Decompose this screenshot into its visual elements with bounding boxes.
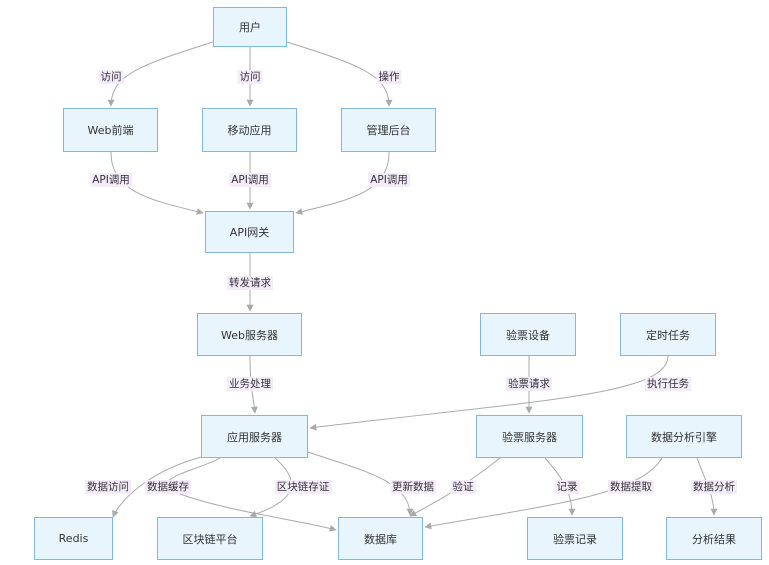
edge-label-app-update-db: 更新数据 bbox=[390, 480, 436, 494]
edge-app-update-db bbox=[307, 451, 414, 516]
edge-web-frontend-api bbox=[110, 151, 204, 215]
edge-label-ticket-server-record: 记录 bbox=[554, 480, 580, 494]
node-api-gateway[interactable]: API网关 bbox=[205, 211, 294, 253]
edge-engine-db bbox=[424, 457, 663, 530]
edge-app-redis bbox=[112, 455, 206, 518]
node-web-frontend[interactable]: Web前端 bbox=[63, 108, 158, 152]
edge-label-web-frontend-api: API调用 bbox=[90, 173, 132, 187]
node-analytics-engine[interactable]: 数据分析引擎 bbox=[626, 415, 742, 458]
node-blockchain[interactable]: 区块链平台 bbox=[157, 517, 263, 560]
node-ticket-server[interactable]: 验票服务器 bbox=[476, 415, 583, 458]
edge-label-mobile-app-api: API调用 bbox=[229, 173, 271, 187]
node-analysis-result[interactable]: 分析结果 bbox=[666, 517, 762, 560]
node-web-server[interactable]: Web服务器 bbox=[197, 313, 302, 356]
edge-label-engine-result: 数据分析 bbox=[691, 480, 737, 494]
node-redis[interactable]: Redis bbox=[34, 517, 113, 560]
node-ticket-device[interactable]: 验票设备 bbox=[480, 313, 576, 356]
edge-label-app-blockchain: 区块链存证 bbox=[274, 480, 332, 494]
node-scheduled-task[interactable]: 定时任务 bbox=[620, 313, 716, 356]
edge-task-app-server bbox=[309, 355, 669, 431]
edge-user-web-frontend bbox=[107, 41, 214, 107]
edge-ticket-server-db bbox=[409, 457, 501, 517]
edge-label-api-web-server: 转发请求 bbox=[227, 276, 273, 290]
edge-label-user-web-frontend: 访问 bbox=[98, 70, 124, 84]
edge-admin-api bbox=[295, 151, 390, 215]
node-user[interactable]: 用户 bbox=[213, 7, 287, 47]
edge-label-admin-api: API调用 bbox=[368, 173, 410, 187]
edge-label-device-ticket-server: 验票请求 bbox=[506, 377, 552, 391]
node-ticket-record[interactable]: 验票记录 bbox=[527, 517, 623, 560]
edge-label-app-redis: 数据访问 bbox=[85, 480, 131, 494]
edge-user-admin bbox=[286, 41, 393, 107]
edge-app-cache-db bbox=[166, 457, 337, 532]
edge-label-user-mobile-app: 访问 bbox=[237, 70, 263, 84]
edge-label-engine-db: 数据提取 bbox=[608, 480, 654, 494]
edge-label-app-cache: 数据缓存 bbox=[145, 480, 191, 494]
edge-label-ticket-server-db: 验证 bbox=[450, 480, 476, 494]
node-database[interactable]: 数据库 bbox=[338, 517, 423, 560]
node-admin[interactable]: 管理后台 bbox=[341, 108, 436, 152]
edge-label-user-admin: 操作 bbox=[376, 70, 402, 84]
edge-label-task-app-server: 执行任务 bbox=[645, 377, 691, 391]
edge-label-web-server-app-server: 业务处理 bbox=[227, 377, 273, 391]
node-app-server[interactable]: 应用服务器 bbox=[201, 415, 308, 458]
node-mobile-app[interactable]: 移动应用 bbox=[202, 108, 297, 152]
